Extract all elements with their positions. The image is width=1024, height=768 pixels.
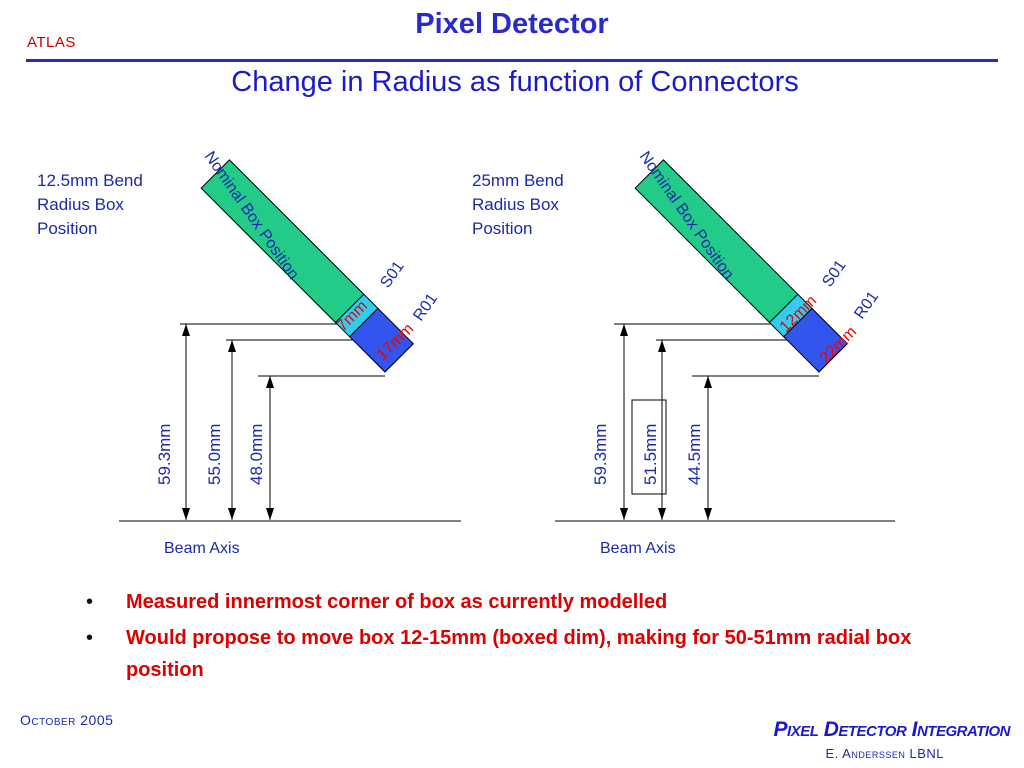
right-bend-label-line: Position [472, 219, 533, 238]
left-bend-label-line: 12.5mm Bend [37, 171, 143, 190]
left-bend-label: 12.5mm Bend Radius Box Position [37, 169, 143, 241]
title-rule [26, 59, 998, 62]
footer-date: October 2005 [20, 712, 114, 728]
left-beam-axis-label: Beam Axis [164, 540, 240, 557]
bullet-item: • Measured innermost corner of box as cur… [86, 586, 966, 618]
right-box-stack [634, 159, 848, 373]
left-arrowheads [182, 324, 274, 520]
right-arrowheads [620, 324, 712, 520]
right-dim-44-5: 44.5mm [685, 424, 704, 485]
bullet-dot-icon: • [86, 591, 94, 613]
right-dim-51-5: 51.5mm [641, 424, 660, 485]
footer-author: E. Anderssen LBNL [825, 746, 944, 761]
right-r01-label: R01 [851, 288, 882, 322]
left-box-stack [200, 159, 414, 373]
bullet-list: • Measured innermost corner of box as cur… [86, 586, 966, 690]
left-r01-label: R01 [410, 290, 441, 324]
left-bend-label-line: Position [37, 219, 98, 238]
right-boxed-dimension-frame [631, 399, 667, 495]
bullet-text: Measured innermost corner of box as curr… [126, 591, 668, 613]
left-nominal-box [200, 159, 365, 324]
left-dim-55-0: 55.0mm [205, 424, 224, 485]
right-s01-label: S01 [819, 257, 849, 290]
right-beam-axis-label: Beam Axis [600, 540, 676, 557]
bullet-text: Would propose to move box 12-15mm (boxed… [126, 627, 912, 681]
left-nominal-box-label: Nominal Box Position [201, 149, 302, 283]
right-dim-59-3: 59.3mm [591, 424, 610, 485]
right-nominal-box-label: Nominal Box Position [636, 149, 737, 283]
left-dim-59-3: 59.3mm [155, 424, 174, 485]
slide-title: Pixel Detector [415, 8, 609, 40]
left-dimension-lines [119, 323, 461, 522]
right-dimension-lines [555, 323, 895, 522]
left-dim-48-0: 48.0mm [247, 424, 266, 485]
right-bend-label-line: 25mm Bend [472, 171, 564, 190]
right-bend-label: 25mm Bend Radius Box Position [472, 169, 564, 241]
bullet-item: • Would propose to move box 12-15mm (boxe… [86, 622, 966, 686]
right-nominal-box [634, 159, 799, 324]
right-bend-label-line: Radius Box [472, 195, 559, 214]
footer-title: Pixel Detector Integration [773, 718, 1011, 741]
slide-subtitle: Change in Radius as function of Connecto… [231, 66, 799, 98]
bullet-dot-icon: • [86, 627, 94, 649]
left-bend-label-line: Radius Box [37, 195, 124, 214]
left-s01-label: S01 [377, 258, 407, 291]
atlas-logo-text: ATLAS [27, 34, 76, 51]
